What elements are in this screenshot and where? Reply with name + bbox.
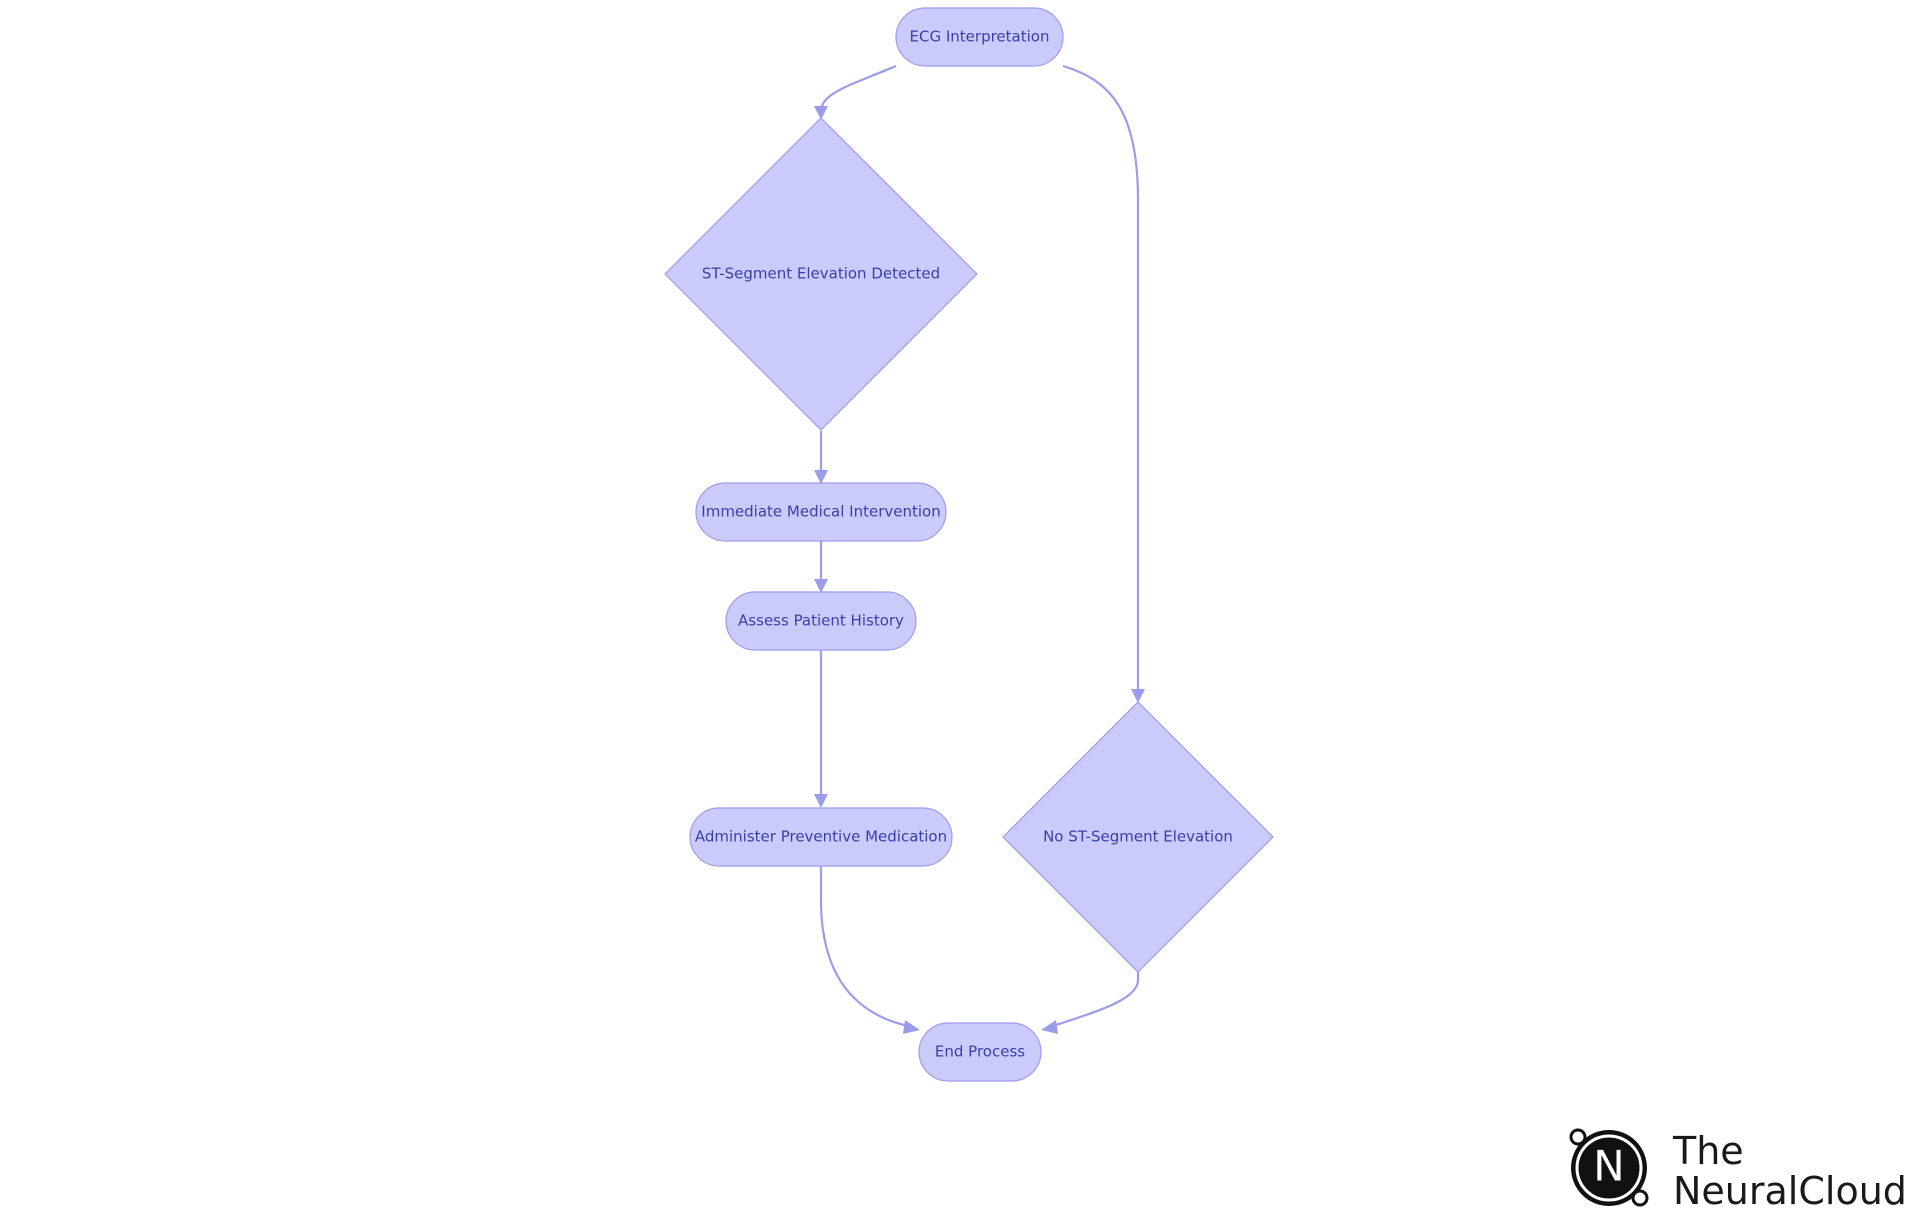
- node-assess-history: Assess Patient History: [725, 591, 917, 651]
- node-st-elevation-detected: ST-Segment Elevation Detected: [664, 117, 978, 431]
- arrowhead-end-right: [1041, 1020, 1058, 1034]
- node-ecg-interpretation-shape: [895, 7, 1064, 67]
- node-end-process-shape: [918, 1022, 1042, 1082]
- node-preventive-medication-label: Administer Preventive Medication: [695, 828, 947, 846]
- edge-no-st-to-end: [1049, 971, 1140, 1029]
- node-ecg-interpretation: ECG Interpretation: [895, 7, 1064, 67]
- node-st-elevation-detected-shape: [664, 117, 978, 431]
- neuralcloud-logo: N The NeuralCloud: [1569, 1128, 1907, 1213]
- node-st-elevation-detected-label: ST-Segment Elevation Detected: [702, 265, 940, 283]
- node-end-process: End Process: [918, 1022, 1042, 1082]
- node-preventive-medication: Administer Preventive Medication: [689, 807, 953, 867]
- logo-line1: The: [1672, 1129, 1744, 1173]
- logo-monogram: N: [1593, 1142, 1624, 1191]
- node-no-st-elevation: No ST-Segment Elevation: [1002, 701, 1274, 973]
- edge-ecg-to-st-detected: [819, 64, 897, 112]
- node-ecg-interpretation-label: ECG Interpretation: [910, 28, 1050, 46]
- node-assess-history-label: Assess Patient History: [738, 612, 904, 630]
- neuralcloud-logo-icon: N: [1569, 1128, 1649, 1207]
- arrowhead-st-detected: [814, 106, 828, 120]
- arrowhead-history: [814, 579, 828, 593]
- node-no-st-elevation-label: No ST-Segment Elevation: [1043, 828, 1233, 846]
- arrowhead-medication: [814, 794, 828, 808]
- logo-line2: NeuralCloud: [1673, 1169, 1907, 1213]
- edge-ecg-to-no-st: [1062, 64, 1140, 691]
- arrowhead-intervention: [814, 470, 828, 484]
- edges: [814, 64, 1145, 1034]
- edge-medication-to-end: [819, 866, 913, 1029]
- node-immediate-intervention: Immediate Medical Intervention: [695, 482, 947, 542]
- node-assess-history-shape: [725, 591, 917, 651]
- node-immediate-intervention-label: Immediate Medical Intervention: [701, 503, 940, 521]
- node-no-st-elevation-shape: [1002, 701, 1274, 973]
- node-immediate-intervention-shape: [695, 482, 947, 542]
- node-end-process-label: End Process: [935, 1043, 1025, 1061]
- arrowhead-no-st: [1131, 689, 1145, 703]
- arrowhead-end-left: [903, 1020, 920, 1034]
- node-preventive-medication-shape: [689, 807, 953, 867]
